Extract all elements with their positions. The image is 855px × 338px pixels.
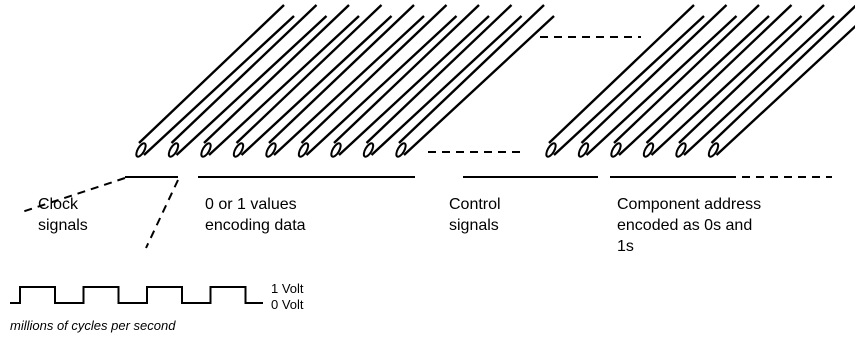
bus-wires — [135, 4, 855, 158]
bus-wire — [610, 4, 770, 158]
bus-wire — [330, 4, 490, 158]
zoom-line-right — [145, 179, 179, 249]
bus-wire — [577, 4, 738, 158]
bus-wire — [265, 4, 425, 158]
bus-wire — [297, 4, 458, 158]
cycles-caption: millions of cycles per second — [10, 318, 176, 333]
zero-volt-label: 0 Volt — [271, 297, 304, 312]
bus-wire — [395, 4, 555, 158]
zoom-line-left — [21, 177, 126, 213]
component-address-label: Component address encoded as 0s and 1s — [617, 196, 762, 255]
clock-zoom-lines — [21, 177, 179, 249]
bus-wire — [642, 4, 803, 158]
one-volt-label: 1 Volt — [271, 281, 304, 296]
bus-wire — [675, 4, 835, 158]
bus-wire — [362, 4, 523, 158]
bus-continuation-dashes — [428, 36, 832, 178]
control-signals-label: Control signals — [449, 196, 501, 234]
bus-wire — [232, 4, 393, 158]
bus-wire — [135, 4, 295, 158]
clock-square-wave — [10, 286, 263, 304]
bus-wire — [545, 4, 705, 158]
bus-wire — [167, 4, 328, 158]
data-values-label: 0 or 1 values encoding data — [205, 196, 306, 234]
bus-wire — [200, 4, 360, 158]
bus-wire — [707, 4, 855, 158]
clock-signals-label: Clock signals — [38, 196, 88, 234]
